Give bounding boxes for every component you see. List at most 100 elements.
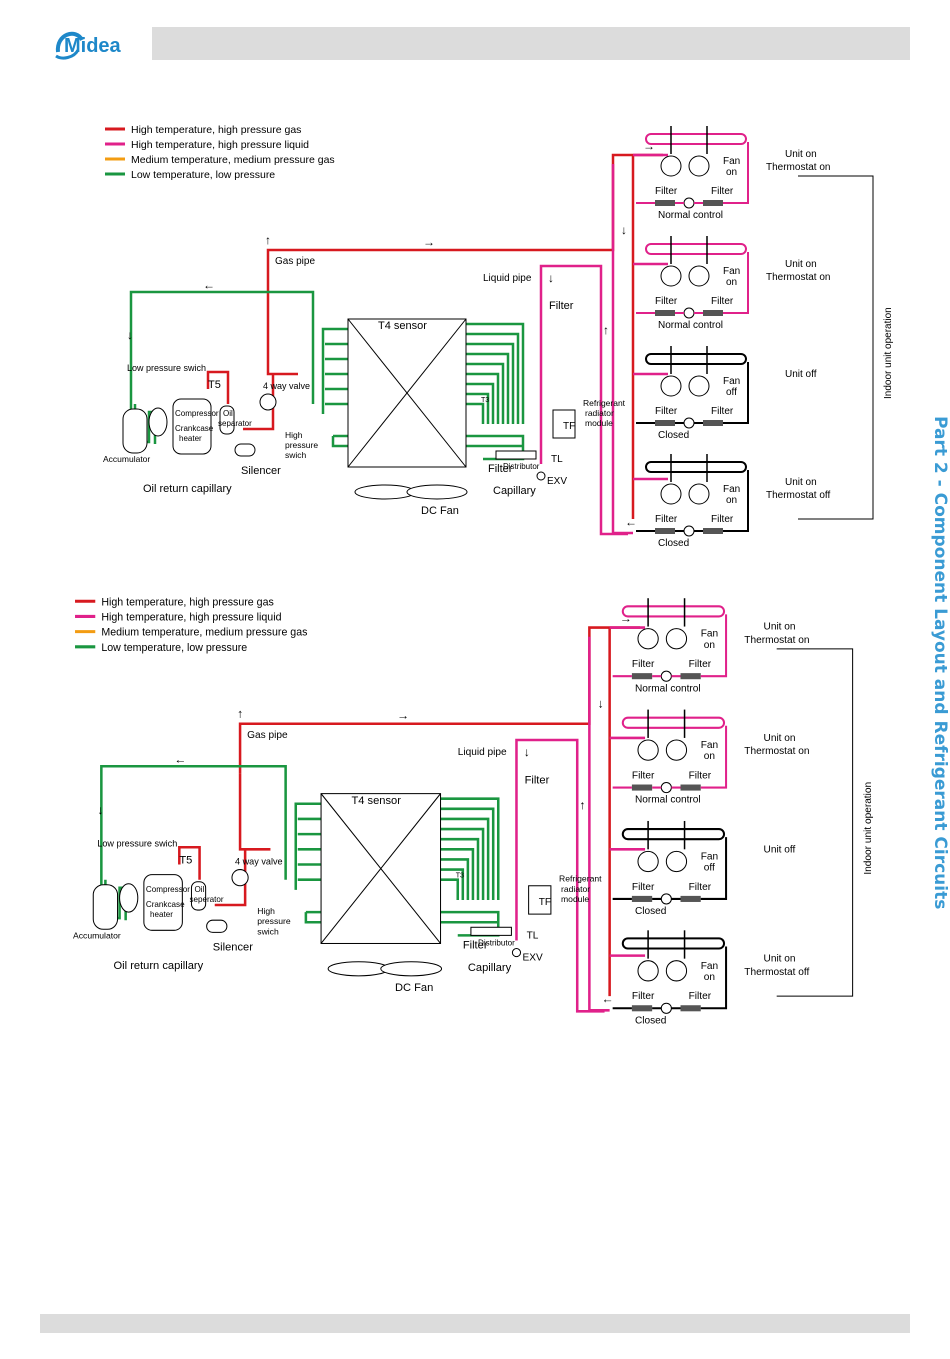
- silencer: [234, 443, 256, 457]
- oil-return-label: Oil return capillary: [114, 960, 204, 972]
- liquid-pipe-label: Liquid pipe: [483, 273, 532, 284]
- coil: [645, 133, 747, 145]
- fan-icon: [688, 265, 710, 287]
- t4-sensor-label: T4 sensor: [351, 795, 401, 807]
- thermostat-status-label: Thermostat on: [766, 162, 830, 173]
- four-way-valve-symbol: [231, 869, 249, 887]
- filter-icon: [703, 200, 723, 206]
- filter-icon: [655, 528, 675, 534]
- filter-left-label: Filter: [655, 296, 678, 307]
- fan-state-label: on: [704, 751, 715, 762]
- footer-bar: [40, 1314, 910, 1333]
- radiator-label: radiator: [585, 408, 614, 418]
- fan-label: Fan: [701, 629, 718, 640]
- diagram-svg-1: High temperature, high pressure gas High…: [103, 124, 894, 549]
- control-label: Normal control: [658, 320, 723, 331]
- outdoor-labels: Gas pipe Liquid pipe Filter T4 sensor Lo…: [73, 730, 602, 994]
- pressure-label: pressure: [285, 440, 318, 450]
- unit-piping: [636, 142, 749, 204]
- unit-status-label: Unit on: [785, 259, 817, 270]
- thermostat-status-label: Thermostat on: [744, 746, 809, 757]
- t5-label: T5: [208, 379, 221, 391]
- arrow-left-return: ←: [625, 515, 637, 529]
- fan-state-label: on: [726, 277, 737, 288]
- exv-valve: [511, 948, 522, 958]
- fan-icon: [637, 850, 659, 873]
- dc-fan-label: DC Fan: [395, 982, 433, 994]
- t3-label: T3: [481, 397, 489, 404]
- arrow-down: ↓: [97, 803, 103, 817]
- gas-pipe-line: [266, 153, 663, 299]
- arrow-up-liquid: ↑: [579, 798, 585, 812]
- unit-status-label: Unit on: [785, 477, 817, 488]
- side-title: Part 2 - Component Layout and Refrigeran…: [930, 416, 950, 910]
- distributor-box: [470, 926, 512, 936]
- gas-pipe-line: [238, 626, 640, 774]
- flow-arrows: ↑ → ← ↓ → ↓ ↓ ↑ ←: [127, 139, 655, 529]
- separator-label: separator: [218, 419, 252, 428]
- compressor: [172, 398, 212, 455]
- silencer: [206, 919, 228, 933]
- fan-icon: [660, 155, 682, 177]
- filter-left-label: Filter: [655, 514, 678, 525]
- arrow-right-top: →: [620, 612, 632, 626]
- arrow-right: →: [423, 235, 435, 249]
- refrigerant-diagram-1: High temperature, high pressure gas High…: [103, 124, 903, 574]
- pressure-label: pressure: [257, 916, 291, 926]
- suction-loop: [100, 765, 287, 890]
- header-bar: [152, 27, 910, 60]
- fan-icon: [665, 628, 688, 650]
- filter-icon: [631, 784, 653, 791]
- filter-icon: [655, 310, 675, 316]
- arrow-down-riser: ↓: [621, 223, 627, 237]
- legend-item-low: Low temperature, low pressure: [101, 642, 247, 654]
- flow-arrows: ↑ → ← ↓ → ↓ ↓ ↑ ←: [97, 612, 632, 1007]
- unit-piping: [612, 946, 728, 1010]
- low-pressure-switch-label: Low pressure swich: [127, 363, 206, 373]
- valve-icon: [660, 1002, 672, 1014]
- capillary-label: Capillary: [468, 962, 512, 974]
- arrow-down-riser: ↓: [597, 697, 603, 711]
- control-label: Closed: [635, 906, 666, 917]
- filter-icon: [655, 200, 675, 206]
- filter-right-label: Filter: [711, 514, 734, 525]
- distributor-label: Distributor: [478, 939, 515, 948]
- unit-piping: [636, 252, 749, 314]
- valve-icon: [683, 525, 695, 537]
- filter-label: Filter: [549, 300, 574, 312]
- filter-left-label: Filter: [632, 770, 655, 781]
- control-label: Closed: [658, 538, 689, 549]
- thermostat-status-label: Thermostat on: [744, 635, 809, 646]
- switch-label: swich: [285, 450, 307, 460]
- filter-right-label: Filter: [689, 770, 712, 781]
- condenser-tubes: [294, 797, 500, 937]
- filter-label-bottom: Filter: [488, 463, 513, 475]
- refrigerant-diagram-2: High temperature, high pressure gas High…: [73, 594, 874, 1054]
- return-line: [588, 636, 610, 1012]
- oil-separator: [219, 405, 235, 435]
- fan-label: Fan: [723, 266, 740, 277]
- operation-bracket: [798, 175, 874, 520]
- filter-icon: [680, 895, 701, 902]
- unit-status-label: Unit off: [764, 844, 796, 855]
- filter-right-label: Filter: [711, 296, 734, 307]
- unit-branches: [609, 626, 646, 957]
- fan-state-label: on: [726, 495, 737, 506]
- discharge-loop: [206, 299, 298, 431]
- fan-icon: [660, 265, 682, 287]
- fan-icon: [637, 739, 659, 761]
- valve-icon: [660, 893, 672, 905]
- tl-label: TL: [527, 930, 539, 941]
- filter-label: Filter: [525, 775, 550, 787]
- capillary-label: Capillary: [493, 485, 536, 497]
- filter-left-label: Filter: [632, 659, 655, 670]
- exv-valve: [536, 471, 546, 481]
- compressor-label: Compressor: [175, 409, 219, 418]
- legend-item-high-gas: High temperature, high pressure gas: [131, 124, 301, 136]
- suction-loop: [129, 290, 315, 414]
